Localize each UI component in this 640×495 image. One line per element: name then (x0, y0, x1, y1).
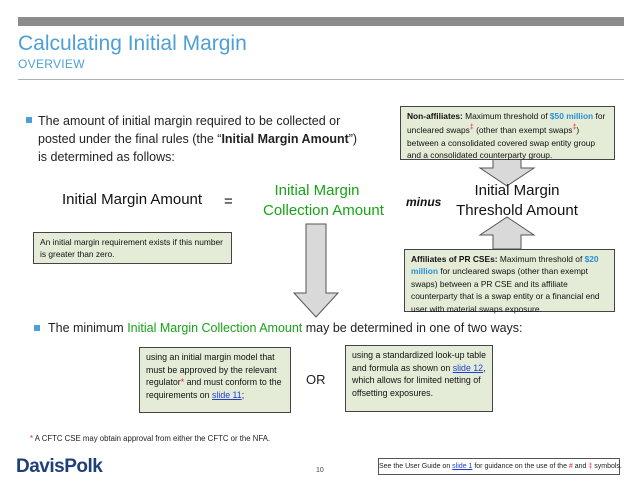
dagger-symbol: ‡ (588, 463, 593, 470)
footnote: * A CFTC CSE may obtain approval from ei… (30, 434, 270, 443)
affiliates-label: Affiliates of PR CSEs: (411, 254, 498, 264)
collection-amount-label-line1: Initial Margin (274, 182, 360, 199)
option-model-text: and must conform to the requirements on (146, 377, 282, 400)
option-table-text: , which allows for limited netting of of… (352, 362, 486, 398)
guide-text: symbols. (592, 463, 622, 470)
non-affiliates-text: ) between a consolidated covered swap en… (407, 125, 596, 161)
down-arrow-nonaffiliates (478, 158, 536, 187)
option-model-box: using an initial margin model that must … (139, 347, 291, 413)
bullet-text-initial-margin: The amount of initial margin required to… (38, 112, 358, 166)
header-bar (18, 17, 624, 26)
non-affiliates-text: (other than exempt swaps (473, 125, 573, 136)
guide-text: See the User Guide on (379, 463, 453, 470)
bullet2-text-post: may be determined in one of two ways: (302, 321, 523, 335)
non-affiliates-text: Maximum threshold of (462, 111, 550, 121)
option-table-text: using a standardized look-up table and f… (352, 350, 486, 373)
equation-lhs: Initial Margin Amount (62, 191, 203, 208)
option-table-box: using a standardized look-up table and f… (345, 345, 493, 412)
guide-text: and (572, 463, 589, 470)
footnote-text: A CFTC CSE may obtain approval from eith… (33, 434, 271, 443)
page-subtitle: OVERVIEW (18, 57, 85, 71)
or-label: OR (306, 372, 326, 387)
non-affiliates-amount: $50 million (549, 111, 594, 121)
dagger-symbol: ‡ (572, 124, 577, 132)
option-model-text: using an initial margin model that must … (146, 352, 277, 388)
collection-amount-label-line2: Collection Amount (263, 202, 384, 219)
non-affiliates-label: Non-affiliates: (407, 111, 463, 121)
header-divider (18, 79, 624, 80)
star-symbol: * (180, 377, 185, 388)
equation-minus: minus (406, 195, 442, 209)
down-arrow-collection (292, 223, 340, 318)
threshold-amount-label-line2: Threshold Amount (456, 202, 578, 219)
slide-12-link[interactable]: slide 12 (452, 362, 484, 373)
affiliates-text: for uncleared swaps (other than exempt s… (411, 266, 600, 314)
option-model-text: ; (241, 389, 245, 400)
affiliates-box: Affiliates of PR CSEs: Maximum threshold… (404, 249, 615, 314)
davis-polk-logo: DavisPolk (16, 456, 103, 477)
user-guide-note: See the User Guide on slide 1 for guidan… (378, 458, 622, 475)
non-affiliates-box: Non-affiliates: Maximum threshold of $50… (400, 106, 615, 160)
page-title: Calculating Initial Margin (18, 32, 247, 55)
star-symbol: * (30, 434, 34, 443)
equation-equals: = (224, 193, 233, 210)
page-number: 10 (316, 467, 324, 474)
up-arrow-affiliates (478, 216, 536, 250)
non-affiliates-text: for uncleared swaps (407, 111, 606, 136)
bullet2-text-green: Initial Margin Collection Amount (127, 321, 303, 335)
dagger-symbol: ‡ (469, 124, 474, 132)
bullet-square-icon (34, 325, 40, 331)
bullet1-text-bold: Initial Margin Amount (221, 132, 349, 146)
slide-1-link[interactable]: slide 1 (452, 463, 473, 470)
bullet1-text-post: ”) is determined as follows: (38, 132, 358, 164)
bullet-square-icon (26, 117, 32, 123)
affiliates-text: Maximum threshold of (497, 254, 585, 264)
bullet2-text-pre: The minimum (48, 321, 128, 335)
threshold-amount-label-line1: Initial Margin (474, 182, 560, 199)
affiliates-amount: $20 million (411, 254, 599, 277)
slide-11-link[interactable]: slide 11 (212, 389, 242, 400)
guide-text: for guidance on the use of the (472, 463, 569, 470)
hash-symbol: # (568, 463, 573, 470)
bullet1-text-pre: The amount of initial margin required to… (38, 114, 341, 146)
bullet-text-collection-methods: The minimum Initial Margin Collection Am… (48, 321, 523, 335)
requirement-note-box: An initial margin requirement exists if … (33, 232, 232, 264)
